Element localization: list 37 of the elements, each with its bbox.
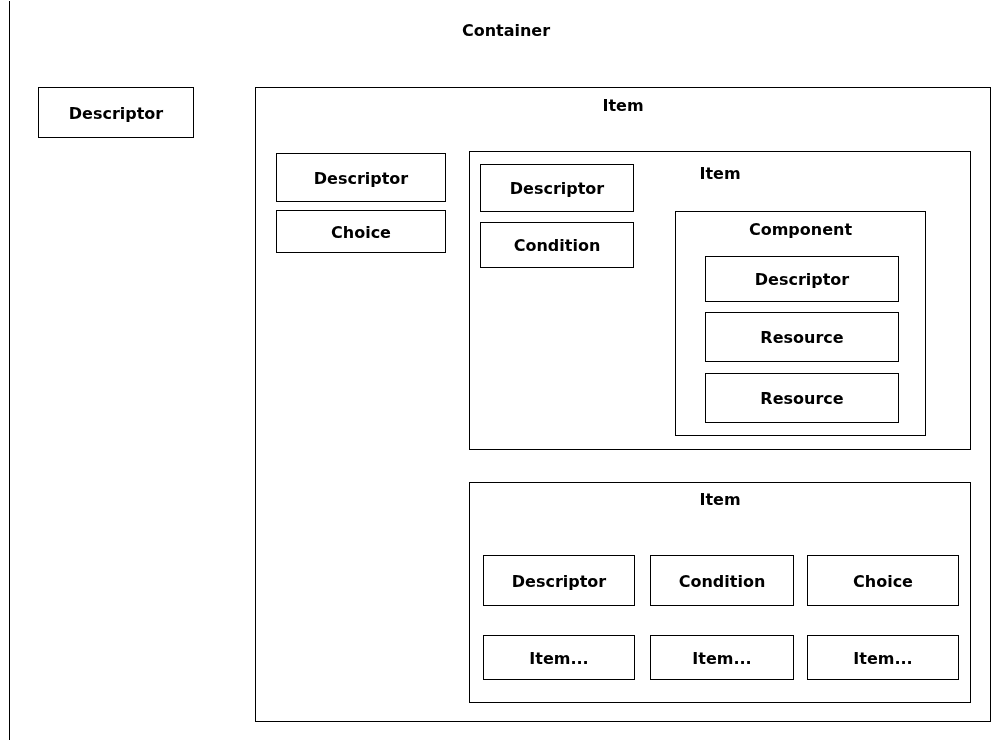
label-box xyxy=(705,373,899,423)
group-box xyxy=(469,482,971,703)
box-label: Choice xyxy=(852,571,914,590)
group-heading: Item xyxy=(601,96,645,115)
label-box xyxy=(650,555,794,606)
group-box xyxy=(469,151,971,450)
box-label: Condition xyxy=(677,571,767,590)
label-box xyxy=(276,210,446,253)
label-box xyxy=(276,153,446,202)
group-heading: Component xyxy=(747,220,854,239)
group-heading: Item xyxy=(698,164,742,183)
box-label: Item... xyxy=(691,648,753,667)
label-box xyxy=(38,87,194,138)
label-box xyxy=(807,555,959,606)
label-box xyxy=(483,635,635,680)
box-label: Item... xyxy=(528,648,590,667)
group-box xyxy=(255,87,991,722)
label-box xyxy=(807,635,959,680)
group-heading: Container xyxy=(460,21,552,40)
label-box xyxy=(705,256,899,302)
box-label: Resource xyxy=(759,388,845,408)
label-box xyxy=(480,222,634,268)
group-box xyxy=(675,211,926,436)
label-box xyxy=(483,555,635,606)
label-box xyxy=(480,164,634,212)
box-label: Choice xyxy=(330,222,392,241)
box-label: Item... xyxy=(852,648,914,667)
box-label: Resource xyxy=(759,327,845,347)
box-label: Condition xyxy=(512,235,602,255)
group-heading: Item xyxy=(698,490,742,509)
box-label: Descriptor xyxy=(312,168,410,187)
label-box xyxy=(705,312,899,362)
box-label: Descriptor xyxy=(510,571,608,590)
box-label: Descriptor xyxy=(67,103,165,122)
label-box xyxy=(650,635,794,680)
box-label: Descriptor xyxy=(508,178,606,198)
box-label: Descriptor xyxy=(753,269,851,289)
